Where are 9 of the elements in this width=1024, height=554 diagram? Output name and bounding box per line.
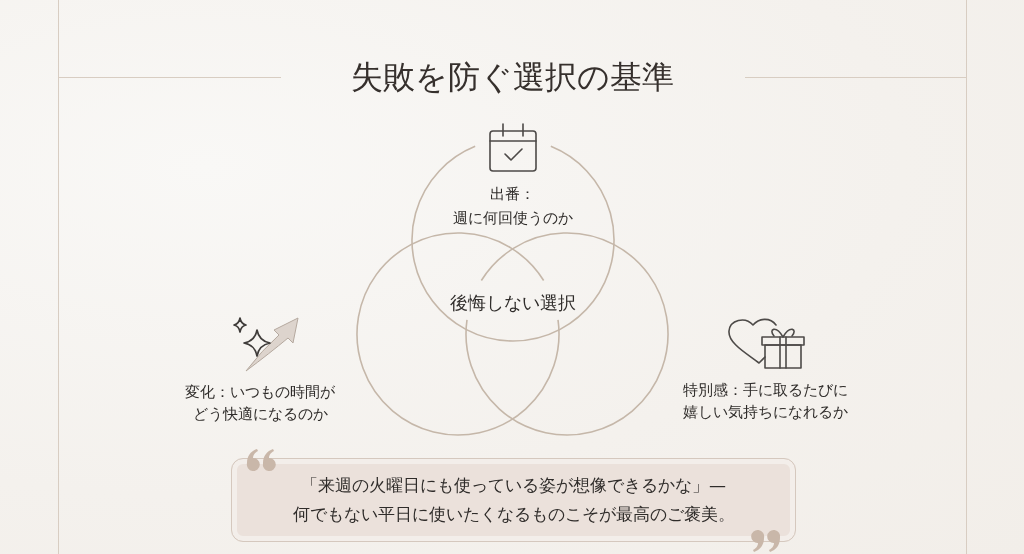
quote-text: 「来週の火曜日にも使っている姿が想像できるかな」— xyxy=(301,474,726,497)
criterion-text: 特別感：手に取るたびに嬉しい気持ちになれるか xyxy=(681,380,849,423)
diagram-title: 失敗を防ぐ選択の基準 xyxy=(350,57,674,98)
criterion-heading: 出番： xyxy=(490,184,535,205)
quote-box xyxy=(231,458,796,542)
criterion-text: 変化：いつもの時間がどう快適になるのか xyxy=(184,382,336,425)
criterion-text: 週に何回使うのか xyxy=(452,208,573,229)
center-label: 後悔しない選択 xyxy=(449,291,576,315)
quote-text: 何でもない平日に使いたくなるものこそが最高のご褒美。 xyxy=(292,503,735,526)
